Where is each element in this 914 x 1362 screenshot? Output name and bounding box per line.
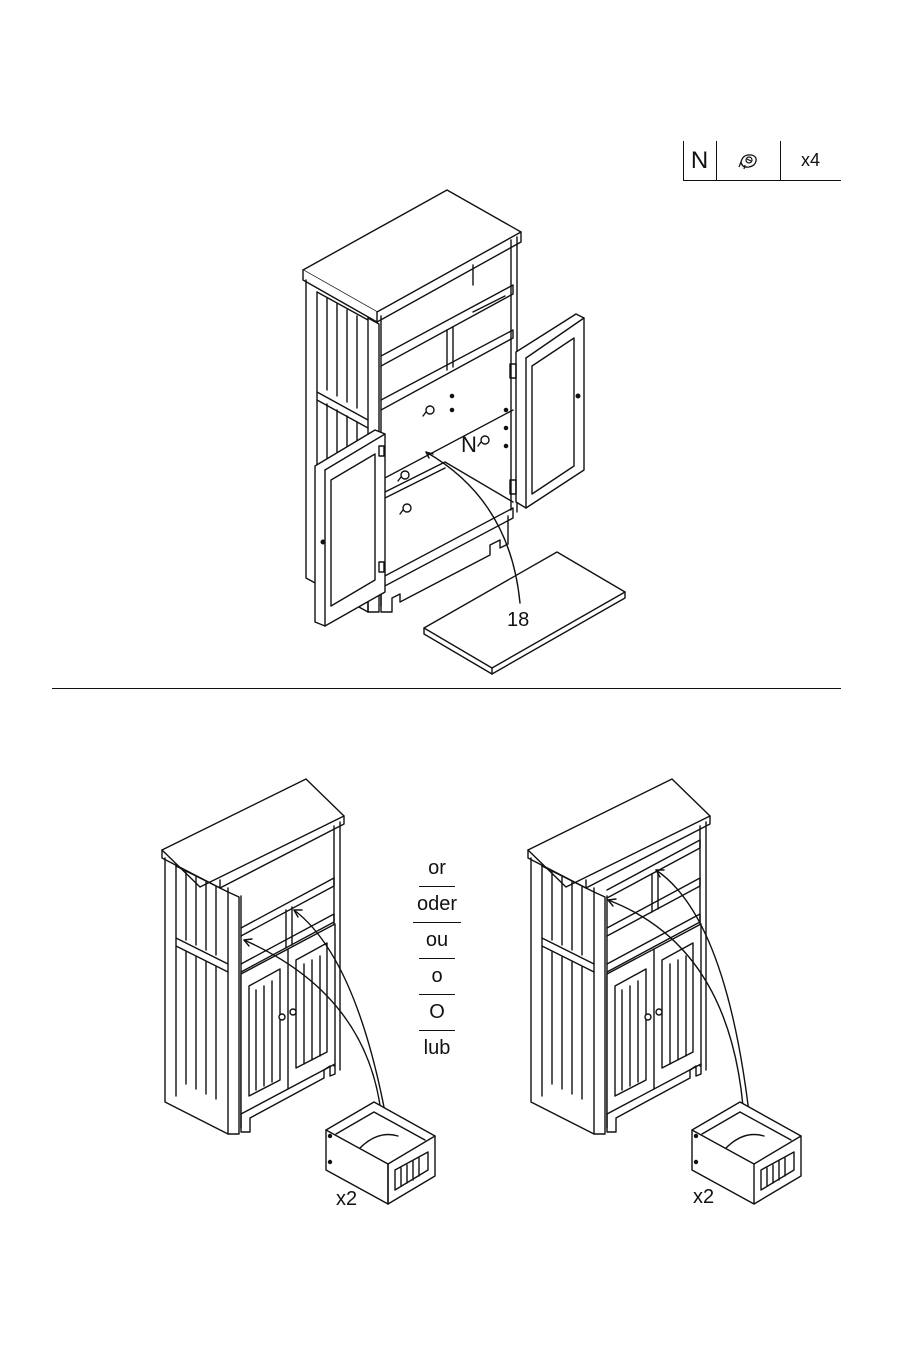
alt-italian: o <box>407 960 467 996</box>
right-drawer-quantity: x2 <box>693 1186 714 1209</box>
left-drawer-quantity: x2 <box>336 1188 357 1211</box>
panel-callout-18: 18 <box>507 609 529 632</box>
alt-polish: lub <box>407 1032 467 1068</box>
cam-lock-icon <box>398 406 489 514</box>
alternatives-list: or oder ou o O lub <box>407 852 467 1068</box>
alt-english: or <box>407 852 467 888</box>
alt-french: ou <box>407 924 467 960</box>
cabinet-right-option <box>528 779 752 1140</box>
step-divider <box>52 688 841 689</box>
alt-spanish: O <box>407 996 467 1032</box>
cabinet-left-option <box>162 779 390 1140</box>
part-callout-n: N <box>461 432 477 458</box>
alt-german: oder <box>407 888 467 924</box>
